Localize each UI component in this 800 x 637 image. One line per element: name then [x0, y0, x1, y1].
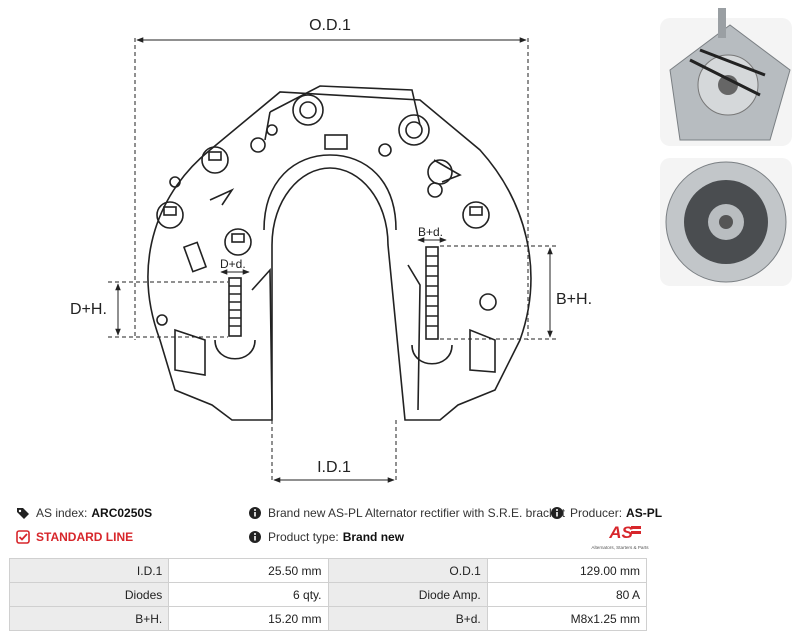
spec-value: 15.20 mm — [168, 606, 329, 631]
checkbox-checked-icon — [16, 530, 30, 544]
spec-label: I.D.1 — [8, 558, 170, 583]
spec-label: B+H. — [8, 606, 170, 631]
product-type: Product type: Brand new — [248, 530, 404, 544]
table-row: B+H. 15.20 mm B+d. M8x1.25 mm — [8, 606, 648, 631]
bh-label: B+H. — [556, 291, 592, 308]
spec-value: 6 qty. — [168, 582, 329, 607]
as-pl-logo: AS Alternators, Starters & Parts — [591, 523, 649, 550]
dh-label: D+H. — [70, 301, 107, 318]
od-label: O.D.1 — [309, 17, 351, 34]
standard-line-label: STANDARD LINE — [36, 530, 134, 544]
specs-table: I.D.1 25.50 mm O.D.1 129.00 mm Diodes 6 … — [8, 558, 648, 631]
as-index: AS index: ARC0250S — [16, 506, 152, 520]
spec-value: 25.50 mm — [168, 558, 329, 583]
hole — [292, 94, 324, 126]
producer-label: Producer: — [570, 506, 623, 520]
product-type-value: Brand new — [342, 530, 405, 544]
bolt-left — [228, 277, 242, 337]
as-index-label: AS index: — [36, 506, 88, 520]
hole — [398, 114, 430, 146]
standard-line: STANDARD LINE — [16, 530, 133, 544]
product-photo-top — [660, 8, 792, 146]
technical-drawing: O.D.1 I.D.1 D+H. B+H. D+d. B+d. — [70, 8, 792, 483]
spec-label: Diodes — [8, 582, 170, 607]
bolt-right — [425, 246, 439, 340]
tags-icon — [17, 508, 29, 519]
as-index-value: ARC0250S — [91, 506, 153, 520]
spec-value: 129.00 mm — [486, 558, 648, 583]
logo-tagline: Alternators, Starters & Parts — [591, 545, 649, 550]
producer-value: AS-PL — [626, 506, 663, 520]
bd-label: B+d. — [418, 225, 443, 239]
product-type-label: Product type: — [268, 530, 339, 544]
product-photo-bottom — [660, 158, 792, 286]
producer: Producer: AS-PL — [550, 506, 662, 520]
spec-value: 80 A — [486, 582, 648, 607]
info-icon — [249, 507, 261, 519]
spec-label: Diode Amp. — [327, 582, 488, 607]
spec-label: O.D.1 — [327, 558, 488, 583]
info-icon — [249, 531, 261, 543]
info-icon — [551, 507, 563, 519]
description-text: Brand new AS-PL Alternator rectifier wit… — [268, 506, 566, 520]
description: Brand new AS-PL Alternator rectifier wit… — [248, 506, 565, 520]
spec-value: M8x1.25 mm — [486, 606, 648, 631]
id-label: I.D.1 — [317, 459, 351, 476]
table-row: I.D.1 25.50 mm O.D.1 129.00 mm — [8, 558, 648, 583]
spec-label: B+d. — [327, 606, 488, 631]
logo-text: AS — [608, 523, 633, 542]
table-row: Diodes 6 qty. Diode Amp. 80 A — [8, 582, 648, 607]
dd-label: D+d. — [220, 257, 246, 271]
